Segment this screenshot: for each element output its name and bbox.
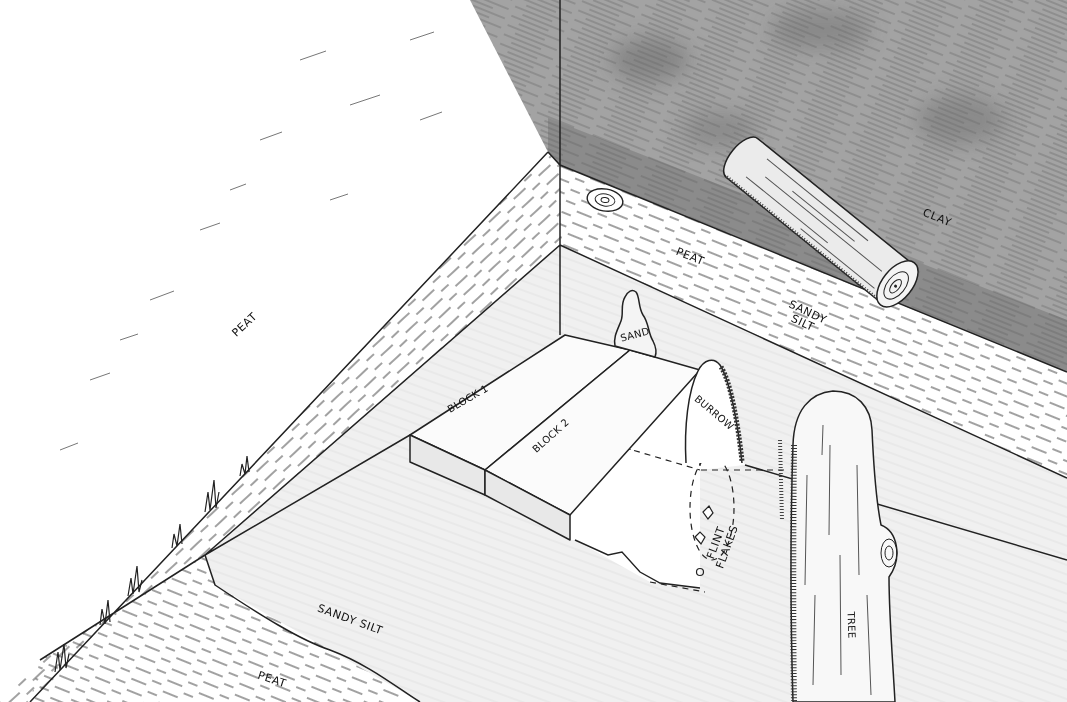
outline-part bbox=[485, 470, 570, 540]
log-shade bbox=[727, 177, 881, 302]
outline-part bbox=[805, 425, 871, 695]
shadow-stipple bbox=[780, 440, 782, 520]
log-ring bbox=[879, 267, 913, 303]
knot-ring bbox=[585, 186, 624, 214]
flint-flake bbox=[695, 506, 713, 544]
outline-part bbox=[791, 391, 897, 702]
outline-part bbox=[881, 539, 897, 567]
outline-part bbox=[686, 360, 743, 463]
knot-ring bbox=[601, 197, 610, 203]
node-outline bbox=[612, 285, 662, 360]
node-outline bbox=[785, 385, 910, 702]
log-pith bbox=[893, 284, 897, 288]
clay-smudge bbox=[915, 95, 1005, 145]
excavation-block: BLOCK 2 bbox=[485, 350, 702, 542]
ragged-edge bbox=[575, 540, 700, 588]
clay-smudge bbox=[770, 10, 870, 50]
clay-smudge bbox=[610, 38, 690, 82]
tree-trunk: TREE bbox=[785, 385, 910, 702]
node-label: TREE bbox=[845, 611, 858, 638]
node-outline bbox=[485, 350, 702, 542]
knot-ring bbox=[594, 192, 616, 207]
burrow: BURROW bbox=[680, 355, 750, 467]
clay-smudges bbox=[610, 10, 1005, 148]
log-ring bbox=[887, 277, 903, 294]
outline-part bbox=[615, 291, 656, 357]
block-hidden-edges bbox=[650, 582, 705, 592]
fallen-log bbox=[716, 129, 926, 314]
outline-part bbox=[790, 445, 797, 702]
wood-knot bbox=[585, 186, 624, 214]
log-end bbox=[869, 253, 926, 314]
outline-part bbox=[410, 435, 485, 495]
log-grain bbox=[742, 156, 895, 289]
layer-boundaries bbox=[30, 0, 1067, 702]
flint-flake bbox=[697, 569, 704, 576]
sand-lens: SAND bbox=[612, 285, 662, 360]
grass-tufts bbox=[55, 456, 249, 672]
